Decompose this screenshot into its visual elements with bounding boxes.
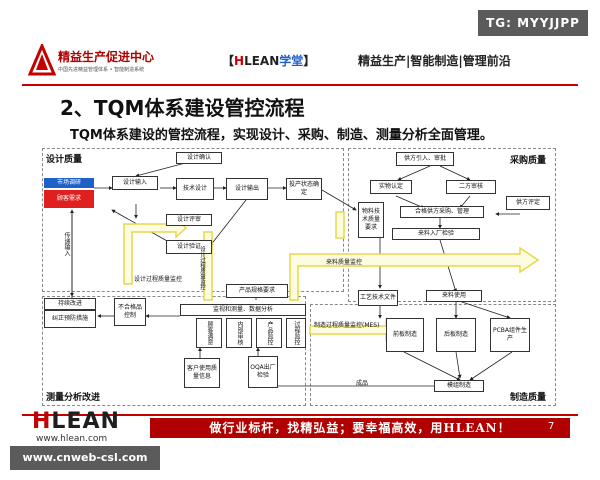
- label-design-process-monitor: 设计过程质量监控: [134, 276, 183, 283]
- node-back-make: 后板制造: [436, 318, 476, 352]
- node-product-spec: 产品规格要求: [226, 284, 288, 298]
- node-design-output: 设计输出: [226, 178, 268, 200]
- brand-lean: LEAN: [244, 54, 280, 68]
- node-oqa-inspect: OQA出厂检验: [248, 356, 278, 388]
- footer-brand: HLEAN: [32, 409, 120, 434]
- footer-brand-h: H: [32, 409, 52, 434]
- label-finished-goods: 成品: [356, 380, 369, 387]
- section-manufacture-quality: 制造质量: [510, 393, 547, 403]
- label-design-process-monitor-vertical: 设计过程质量监控: [199, 246, 205, 290]
- node-product-monitor: 产品监控: [256, 318, 282, 348]
- node-market-research: 市场调研: [44, 178, 94, 188]
- measure-frame: [42, 296, 306, 406]
- label-incoming-monitor: 来料质量监控: [326, 259, 363, 266]
- node-qualified-supplier: 合格供方采购、管理: [400, 206, 484, 218]
- node-secondary-audit: 二方审核: [446, 180, 496, 194]
- brand-bracket-right: 】: [303, 54, 316, 68]
- footer-brand-lean: LEAN: [51, 409, 120, 434]
- node-customer-info: 客户使用质量信息: [184, 358, 220, 388]
- process-monitor-text: 过程监控: [293, 321, 300, 345]
- node-material-use: 来料使用: [426, 290, 482, 302]
- label-mfg-process-monitor: 制造过程质量监控(MES): [314, 322, 380, 329]
- page-title: 2、TQM体系建设管控流程: [60, 96, 305, 120]
- node-production-decision: 投产状态确定: [286, 178, 322, 200]
- node-material-cert: 实物认定: [370, 180, 412, 194]
- node-supplier-eval: 供方评定: [506, 196, 550, 210]
- node-tech-design: 技术设计: [176, 178, 214, 200]
- node-material-spec: 物料技术质量要求: [358, 202, 384, 238]
- node-supplier-intro: 供方引入、审批: [396, 152, 454, 166]
- node-pcba: PCBA组件生产: [490, 318, 530, 352]
- header-tagline: 精益生产|智能制造|管理前沿: [358, 54, 511, 68]
- section-design-quality: 设计质量: [46, 155, 83, 165]
- section-measure-improve: 测量分析改进: [46, 393, 101, 403]
- bottom-watermark: www.cnweb-csl.com: [10, 446, 160, 470]
- node-design-verify: 设计验证: [166, 240, 212, 254]
- node-incoming-inspect: 来料入厂检验: [392, 228, 480, 240]
- node-design-review: 设计评审: [166, 214, 212, 226]
- brand-bracket-left: 【: [222, 54, 235, 68]
- node-process-monitor: 过程监控: [286, 318, 306, 348]
- brand-h: H: [234, 54, 245, 68]
- node-front-make: 前板制造: [386, 318, 424, 352]
- brand-cn: 学堂: [279, 54, 304, 68]
- page-number: 7: [548, 421, 555, 432]
- node-customer-satisfaction: 顾客满意: [196, 318, 222, 348]
- node-continuous-improve: 持续改进: [44, 298, 96, 310]
- footer-slogan-bar: 做行业标杆，找精弘益；要幸福高效，用HLEAN！: [150, 418, 570, 438]
- header-divider: [22, 84, 578, 86]
- footer-url: www.hlean.com: [36, 434, 108, 444]
- node-internal-audit: 内部审核: [226, 318, 252, 348]
- node-module-make: 模组制造: [434, 380, 484, 392]
- node-design-confirm: 设计确认: [176, 152, 222, 164]
- footer-divider: [22, 414, 578, 416]
- section-purchase-quality: 采购质量: [510, 156, 547, 166]
- internal-audit-text: 内部审核: [236, 321, 243, 345]
- node-process-tech: 工艺技术文件: [358, 290, 398, 306]
- org-logo-icon: [28, 44, 56, 76]
- label-transfer-input: 传递输入: [63, 232, 70, 256]
- node-nonconform-control: 不合格品控制: [114, 298, 146, 326]
- node-corrective-action: 纠正预防措施: [44, 310, 96, 328]
- org-subtitle: 中国先进精益管理体系 • 智能制造系统: [58, 67, 145, 73]
- node-customer-demand: 顾客需求: [44, 190, 94, 208]
- org-name: 精益生产促进中心: [58, 50, 155, 64]
- customer-satisfaction-text: 顾客满意: [206, 321, 213, 345]
- node-monitor-analysis: 监视和测量、数据分析: [180, 304, 306, 316]
- product-monitor-text: 产品监控: [266, 321, 273, 345]
- node-design-input: 设计输入: [112, 176, 158, 190]
- top-watermark: TG: MYYJJPP: [478, 10, 588, 36]
- hlean-brand: 【HLEAN学堂】: [222, 52, 315, 69]
- page-subtitle: TQM体系建设的管控流程，实现设计、采购、制造、测量分析全面管理。: [70, 128, 493, 143]
- manufacture-frame: [310, 304, 556, 406]
- footer-slogan: 做行业标杆，找精弘益；要幸福高效，用HLEAN！: [209, 421, 511, 435]
